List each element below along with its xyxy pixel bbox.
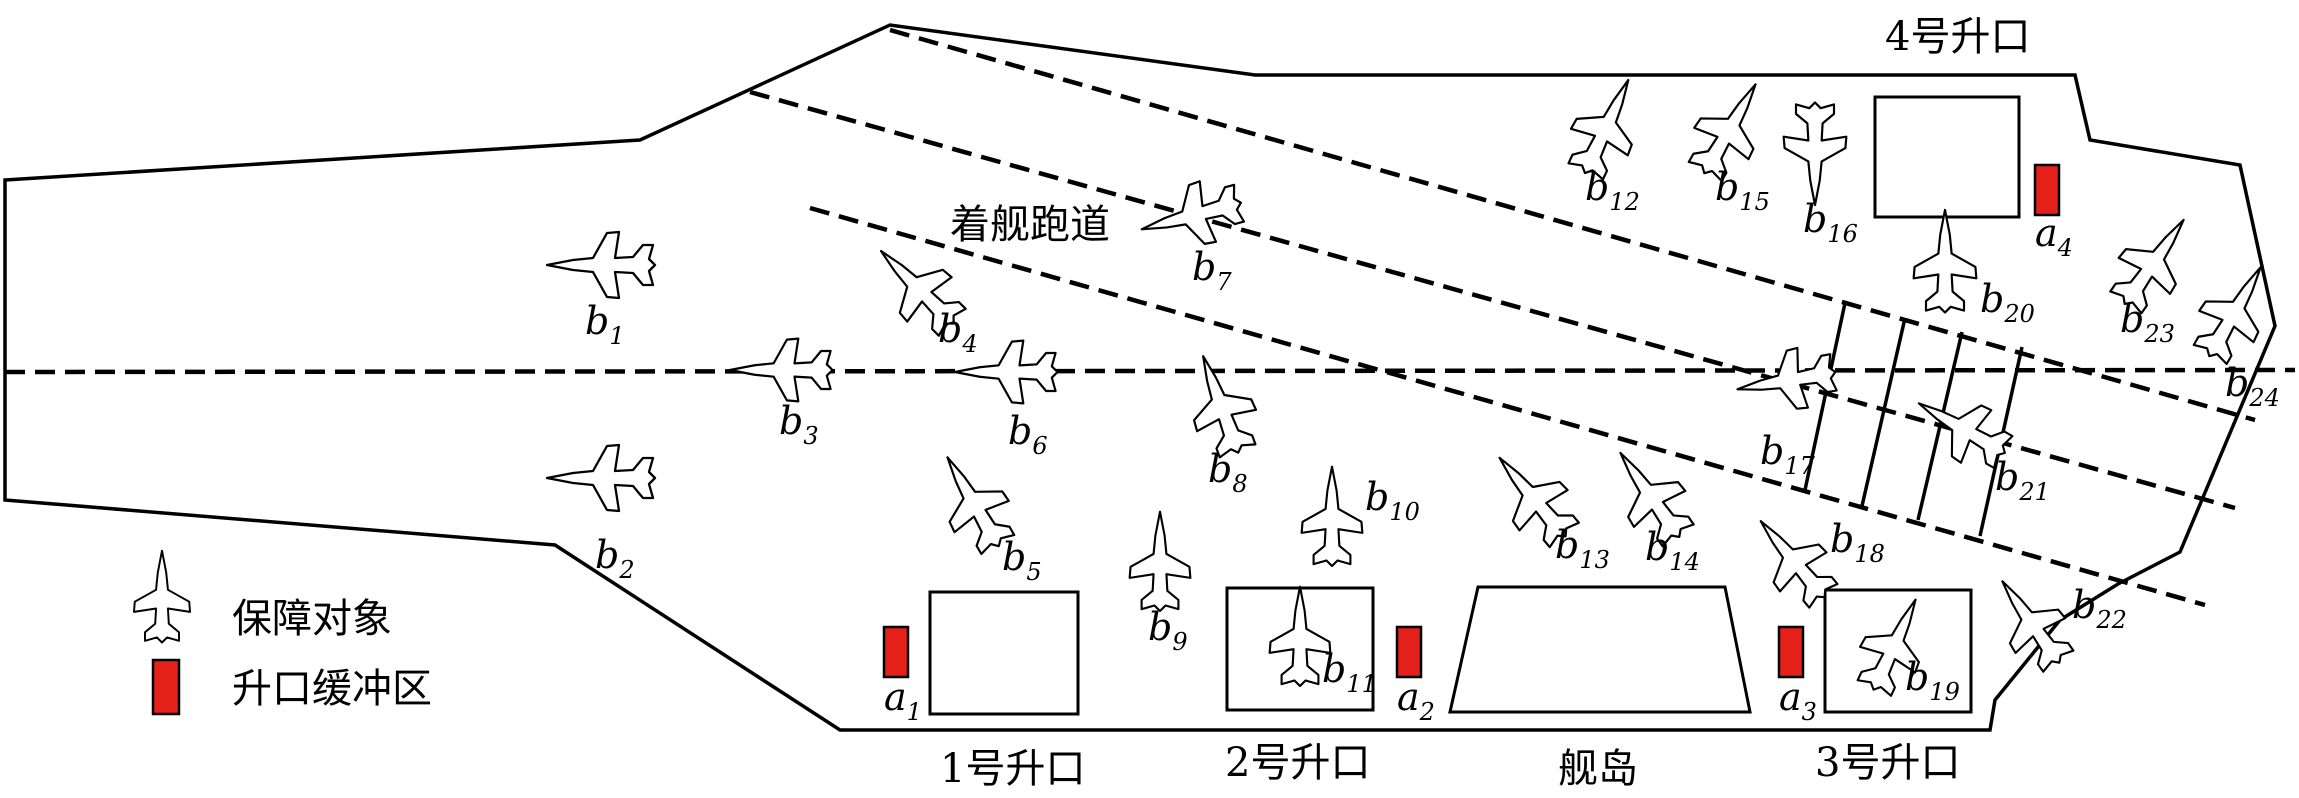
aircraft-1-icon xyxy=(545,230,657,300)
aircraft-22-icon xyxy=(1976,562,2086,682)
aircraft-label-2: b2 xyxy=(595,533,635,584)
island-label: 舰岛 xyxy=(1558,746,1638,792)
aircraft-label-13: b13 xyxy=(1555,523,1610,574)
flight-deck-outline xyxy=(3,23,2277,732)
legend-aircraft-icon xyxy=(132,549,192,644)
aircraft-10-icon xyxy=(1300,465,1364,568)
runway-label: 着舰跑道 xyxy=(950,202,1110,248)
buffer-label-3: a3 xyxy=(1779,675,1817,726)
aircraft-label-16: b16 xyxy=(1803,197,1858,248)
aircraft-8-icon xyxy=(1172,344,1269,465)
buffer-a1 xyxy=(882,625,910,679)
aircraft-label-7: b7 xyxy=(1192,245,1232,296)
landing-runway-line-2 xyxy=(749,89,2236,511)
aircraft-label-10: b10 xyxy=(1365,475,1420,526)
buffer-a2 xyxy=(1395,625,1423,679)
buffer-label-4: a4 xyxy=(2035,211,2073,262)
aircraft-label-11: b11 xyxy=(1322,647,1377,698)
elevator-4-box xyxy=(1873,95,2021,219)
legend-support-object-label: 保障对象 xyxy=(232,596,392,642)
aircraft-label-5: b5 xyxy=(1002,535,1042,586)
aircraft-label-17: b17 xyxy=(1760,429,1816,480)
buffer-a3 xyxy=(1777,625,1805,679)
aircraft-label-21: b21 xyxy=(1995,455,2050,506)
island-outline xyxy=(1448,585,1752,714)
aircraft-label-20: b20 xyxy=(1980,277,2035,328)
aircraft-labels: b1 b2 b3 b4 b5 b6 b7 b8 b9 b10 b11 b12 b… xyxy=(585,165,2280,706)
aircraft-label-9: b9 xyxy=(1148,605,1188,656)
aircraft-label-23: b23 xyxy=(2120,297,2175,348)
aircraft-label-24: b24 xyxy=(2225,361,2280,412)
buffer-label-1: a1 xyxy=(884,675,922,726)
aircraft-23-icon xyxy=(2097,200,2211,323)
aircraft-label-1: b1 xyxy=(585,299,625,350)
landing-runway-line-3 xyxy=(809,205,2206,608)
elevator-1-label: 1号升口 xyxy=(940,746,1085,792)
buffer-a4 xyxy=(2033,163,2061,217)
aircraft-label-4: b4 xyxy=(938,307,978,358)
aircraft-label-12: b12 xyxy=(1585,165,1640,216)
legend: 保障对象 升口缓冲区 xyxy=(132,549,432,716)
buffer-label-2: a2 xyxy=(1397,675,1435,726)
elevator-4-label: 4号升口 xyxy=(1885,14,2030,60)
aircraft-3-icon xyxy=(728,337,834,403)
aircraft-layer xyxy=(545,65,2289,704)
aircraft-label-6: b6 xyxy=(1008,409,1048,460)
aircraft-16-icon xyxy=(1782,101,1848,207)
landing-runway-line-1 xyxy=(889,27,2256,423)
aircraft-label-8: b8 xyxy=(1208,447,1248,498)
centre-line xyxy=(4,367,2296,375)
aircraft-9-icon xyxy=(1128,510,1192,613)
aircraft-label-18: b18 xyxy=(1830,517,1885,568)
aircraft-2-icon xyxy=(545,443,657,513)
legend-buffer-icon xyxy=(151,658,181,716)
aircraft-label-14: b14 xyxy=(1645,525,1700,576)
aircraft-label-19: b19 xyxy=(1905,655,1960,706)
elevator-2-label: 2号升口 xyxy=(1225,740,1370,786)
aircraft-label-3: b3 xyxy=(779,399,819,450)
aircraft-label-22: b22 xyxy=(2072,583,2127,634)
legend-buffer-label: 升口缓冲区 xyxy=(232,666,432,712)
elevator-3-label: 3号升口 xyxy=(1815,740,1960,786)
arresting-wires xyxy=(1803,302,2024,537)
aircraft-20-icon xyxy=(1912,208,1978,314)
elevator-1-box xyxy=(928,590,1080,716)
buffer-labels: a1 a2 a3 a4 xyxy=(884,211,2073,726)
aircraft-label-15: b15 xyxy=(1715,165,1770,216)
